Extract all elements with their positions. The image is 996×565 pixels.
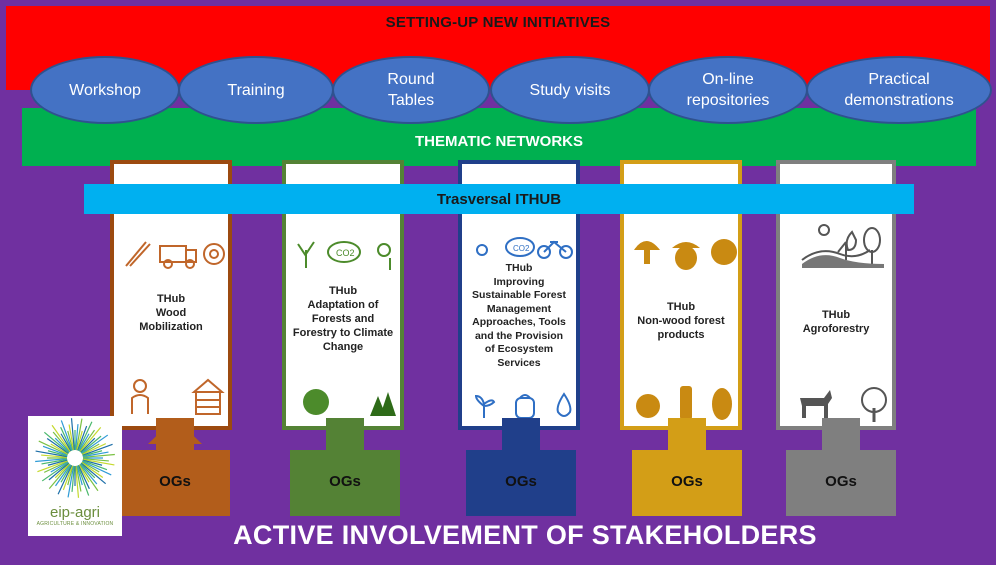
setting-up-title: SETTING-UP NEW INITIATIVES: [385, 14, 611, 31]
og-label: OGs: [505, 473, 537, 490]
starburst-logo-icon: [35, 418, 115, 498]
oval-workshop: Workshop: [30, 56, 180, 124]
paw-co2-bicycle-icon: CO2: [476, 237, 573, 259]
earth-forest-fire-icon: [303, 389, 396, 416]
logo-tagline: AGRICULTURE & INNOVATION: [36, 521, 114, 527]
saw-truck-log-icon: [125, 241, 225, 269]
sprout-backpack-drop-icon: [474, 392, 572, 419]
og-arrow-wood: OGs: [120, 418, 230, 516]
og-arrow-climate: OGs: [290, 418, 400, 516]
og-arrow-sustainable: OGs: [466, 418, 576, 516]
thematic-networks-bar: [22, 108, 976, 166]
goat-tree-icon: [800, 387, 887, 422]
worker-cabin-icon: [131, 378, 225, 415]
landscape-trees-icon: [801, 224, 884, 268]
thematic-networks-title: THEMATIC NETWORKS: [414, 133, 584, 150]
oval-training: Training: [178, 56, 334, 124]
og-label: OGs: [825, 473, 857, 490]
eip-agri-logo: [28, 416, 122, 536]
oval-study-visits: Study visits: [490, 56, 650, 124]
og-arrow-nonwood: OGs: [632, 418, 742, 516]
oval-online-repositories: On-line repositories: [648, 56, 808, 124]
tree-co2-sun-icon: CO2: [297, 241, 391, 270]
logo-name: eip-agri: [49, 504, 101, 521]
svg-text:CO2: CO2: [336, 248, 355, 258]
oval-practical-demonstrations: Practical demonstrations: [806, 56, 992, 124]
transversal-ithub-bar: [84, 184, 914, 214]
og-label: OGs: [329, 473, 361, 490]
svg-text:CO2: CO2: [513, 244, 530, 253]
oval-round-tables: Round Tables: [332, 56, 490, 124]
og-arrow-agroforestry: OGs: [786, 418, 896, 516]
transversal-ithub-title: Trasversal ITHUB: [436, 191, 562, 208]
chestnut-cork-pinecone-icon: [636, 386, 732, 420]
og-label: OGs: [671, 473, 703, 490]
og-label: OGs: [159, 473, 191, 490]
active-involvement-title: ACTIVE INVOLVEMENT OF STAKEHOLDERS: [233, 520, 817, 550]
mushroom-acorn-berry-icon: [634, 239, 737, 270]
